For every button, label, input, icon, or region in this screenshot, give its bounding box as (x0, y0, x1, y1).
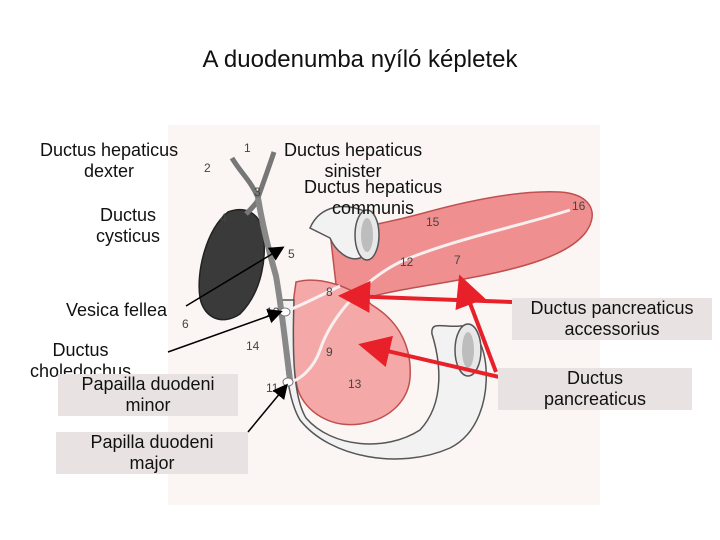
figure-number: 5 (288, 247, 295, 261)
pointer-vesica (185, 246, 285, 307)
label-hepatic-duct-common: Ductus hepaticus communis (304, 177, 443, 218)
pointer-pancreatic-vertical (455, 274, 498, 373)
label-cystic-duct: Ductus cysticus (96, 205, 161, 246)
label-pancreatic-duct: Ductus pancreaticus (498, 368, 692, 410)
pancreatic-duct-main (289, 208, 571, 384)
gallbladder (198, 208, 265, 321)
figure-number: 2 (204, 161, 211, 175)
figure-number: 12 (400, 255, 414, 269)
label-pancreatic-duct-accessory: Ductus pancreaticus accessorius (512, 298, 712, 340)
duodenum (278, 299, 487, 460)
figure-number: 8 (326, 285, 333, 299)
label-hepatic-duct-left: Ductus hepaticus sinister (284, 140, 423, 181)
figure-number: 13 (348, 377, 362, 391)
label-papilla-major: Papilla duodeni major (56, 432, 248, 474)
label-gallbladder: Vesica fellea (66, 300, 168, 320)
page-title: A duodenumba nyíló képletek (202, 46, 518, 73)
pointer-papilla-major (247, 383, 288, 433)
papilla-minor (279, 307, 291, 317)
duodenum-lumen-end (462, 332, 474, 368)
pancreas-body (329, 190, 593, 303)
figure-number: 16 (572, 199, 586, 213)
figure-number: 1 (244, 141, 251, 155)
papilla-major (282, 377, 294, 387)
figure-number: 6 (182, 317, 189, 331)
figure-number: 4 (220, 211, 227, 225)
figure-number: 14 (246, 339, 260, 353)
figure-number: 15 (426, 215, 440, 229)
figure-number: 11 (266, 381, 279, 395)
pointer-papilla-minor (167, 308, 283, 353)
hepatic-duct-right (229, 156, 261, 199)
figure-number: 9 (326, 345, 333, 359)
pointer-pancreatic-main (358, 335, 513, 382)
label-papilla-minor: Papailla duodeni minor (58, 374, 238, 416)
common-bile-duct (255, 197, 293, 381)
figure-number: 7 (454, 253, 461, 267)
label-hepatic-duct-right: Ductus hepaticus dexter (40, 140, 179, 181)
hepatic-duct-left (255, 151, 277, 199)
figure-number: 3 (254, 185, 261, 199)
